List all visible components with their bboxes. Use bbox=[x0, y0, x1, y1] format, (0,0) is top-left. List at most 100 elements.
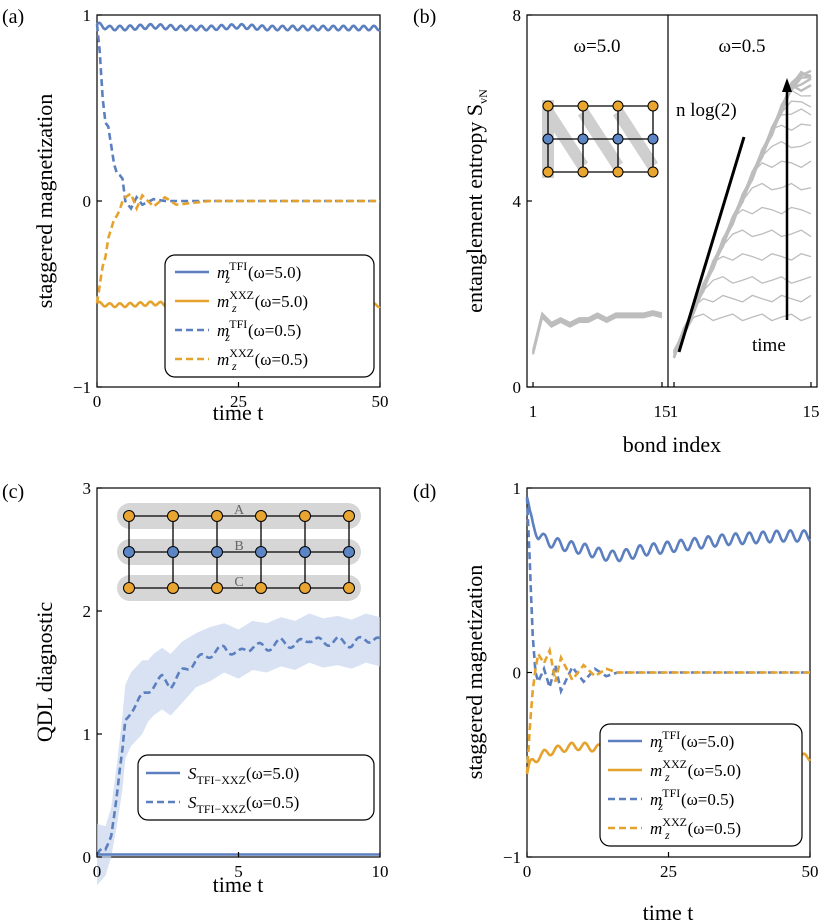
pc-legend-sub-0: TFI−XXZ bbox=[197, 773, 246, 787]
pa-legend-base-1: m bbox=[217, 292, 229, 311]
pc-legend-base-0: S bbox=[188, 764, 197, 783]
pb-right-series-7 bbox=[673, 160, 812, 354]
pa-legend-sup-2: TFI bbox=[229, 317, 247, 331]
pb-lattice-site bbox=[577, 166, 589, 178]
pb-lattice-site bbox=[612, 133, 624, 145]
pb-lattice-site bbox=[577, 100, 589, 112]
pc-lattice-site bbox=[343, 510, 355, 522]
pd-legend-sup-2: TFI bbox=[662, 786, 680, 800]
pb-lattice-site bbox=[612, 100, 624, 112]
pa-legend-param-0: (ω=5.0) bbox=[248, 263, 301, 282]
pb-time-arrowhead bbox=[782, 78, 792, 92]
pb-lattice-site bbox=[647, 133, 659, 145]
pc-legend-param-1: (ω=0.5) bbox=[246, 793, 299, 812]
pa-legend-sup-3: XXZ bbox=[229, 346, 254, 360]
pd-legend-base-2: m bbox=[650, 790, 662, 809]
pa-legend-z-2: z bbox=[224, 330, 230, 344]
pc-legend-label-1: STFI−XXZ(ω=0.5) bbox=[188, 793, 299, 816]
pc-lattice-site bbox=[299, 546, 311, 558]
panel-a-ylabel: staggered magnetization bbox=[32, 94, 57, 308]
pb-xtick-label: 1 bbox=[529, 402, 538, 421]
pb-lattice-site bbox=[647, 100, 659, 112]
pc-lattice-site bbox=[167, 510, 179, 522]
pb-xtick-label: 15 bbox=[803, 402, 820, 421]
pc-ytick-label: 2 bbox=[83, 602, 92, 621]
pc-lattice-site bbox=[299, 510, 311, 522]
panel-b-annotation-time: time bbox=[752, 335, 786, 356]
pc-legend-label-0: STFI−XXZ(ω=5.0) bbox=[188, 764, 299, 787]
pc-lattice-site bbox=[123, 582, 135, 594]
pd-ytick-label: 0 bbox=[513, 664, 522, 683]
pd-legend-base-0: m bbox=[650, 732, 662, 751]
pa-xtick-label: 50 bbox=[372, 392, 389, 411]
panel-b-xlabel: bond index bbox=[623, 432, 721, 457]
pd-legend-sup-0: TFI bbox=[662, 728, 680, 742]
panel-b-title-left: ω=5.0 bbox=[574, 36, 621, 57]
pa-series-2 bbox=[95, 24, 380, 211]
pa-legend-base-0: m bbox=[217, 263, 229, 282]
pd-legend-sup-3: XXZ bbox=[662, 815, 687, 829]
pc-lattice-site bbox=[123, 546, 135, 558]
pb-ytick-label: 0 bbox=[513, 378, 522, 397]
pd-series-2 bbox=[525, 497, 810, 696]
panel-b-ylabel-sub: vN bbox=[476, 89, 490, 104]
panel-label-a: (a) bbox=[2, 6, 24, 28]
pd-legend-param-1: (ω=5.0) bbox=[688, 761, 741, 780]
pc-lattice-site bbox=[211, 546, 223, 558]
pa-legend-base-2: m bbox=[217, 321, 229, 340]
pb-right-series-9 bbox=[673, 123, 812, 359]
panel-label-d: (d) bbox=[413, 481, 436, 503]
pb-lattice-site bbox=[577, 133, 589, 145]
pd-xtick-label: 0 bbox=[523, 862, 532, 881]
panel-b-annotation-nlog2: n log(2) bbox=[676, 100, 737, 121]
pa-legend-z-0: z bbox=[224, 272, 230, 286]
pa-legend-z-3: z bbox=[231, 359, 237, 373]
pc-lattice-site bbox=[123, 510, 135, 522]
pb-xtick-label: 15 bbox=[654, 402, 671, 421]
panel-a-xlabel: time t bbox=[213, 400, 264, 425]
pc-ytick-label: 0 bbox=[83, 848, 92, 867]
pa-legend-sup-1: XXZ bbox=[229, 288, 254, 302]
pc-ytick-label: 1 bbox=[83, 725, 92, 744]
pd-legend-z-0: z bbox=[657, 741, 663, 755]
pd-ytick-label: −1 bbox=[503, 848, 521, 867]
pd-legend-base-3: m bbox=[650, 819, 662, 838]
pa-legend-sup-0: TFI bbox=[229, 259, 247, 273]
panel-b-lattice-inset bbox=[542, 100, 659, 178]
panel-c-ylabel: QDL diagnostic bbox=[32, 602, 57, 743]
pd-legend-base-1: m bbox=[650, 761, 662, 780]
pb-right-series-0 bbox=[673, 313, 812, 352]
pc-lattice-site bbox=[299, 582, 311, 594]
pb-xtick-label: 1 bbox=[670, 402, 679, 421]
pc-xtick-label: 5 bbox=[234, 862, 243, 881]
pb-right-series-8 bbox=[673, 140, 812, 358]
pd-series-0 bbox=[525, 496, 812, 563]
pb-ytick-label: 8 bbox=[513, 6, 522, 25]
panel-d-xlabel: time t bbox=[643, 900, 694, 924]
pc-band-1 bbox=[97, 613, 380, 886]
pc-lattice-site bbox=[211, 582, 223, 594]
pb-left-series-2 bbox=[531, 310, 663, 351]
pa-ytick-label: 1 bbox=[83, 6, 92, 25]
pa-xtick-label: 0 bbox=[93, 392, 102, 411]
pc-xtick-label: 10 bbox=[372, 862, 389, 881]
pc-lattice-site bbox=[343, 582, 355, 594]
pa-series-3 bbox=[95, 191, 380, 304]
pc-lattice-site bbox=[167, 582, 179, 594]
pb-right-series-4 bbox=[673, 229, 812, 356]
pd-xtick-label: 25 bbox=[660, 862, 677, 881]
pa-series-0 bbox=[96, 21, 381, 32]
pb-left-series-0 bbox=[531, 313, 663, 355]
